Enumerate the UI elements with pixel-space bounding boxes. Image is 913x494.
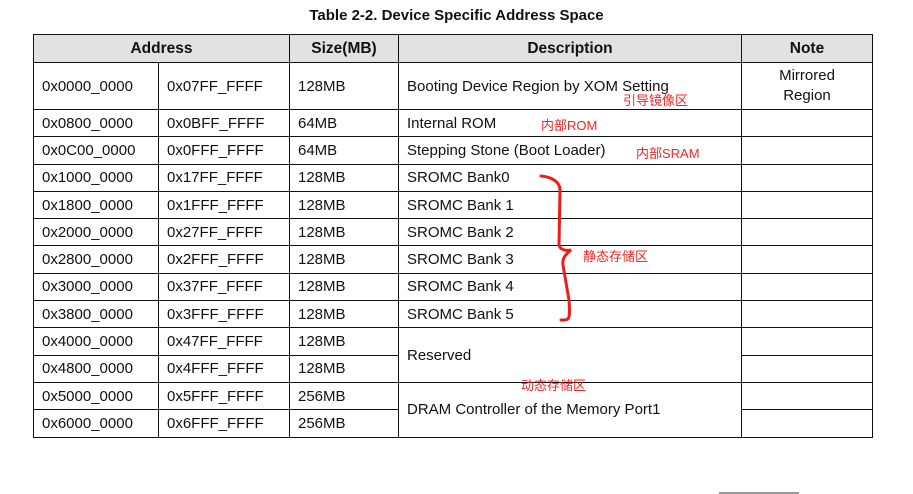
end-address: 0x1FFF_FFFF: [158, 190, 290, 220]
address-space-table: Address Size(MB) Description Note 0x0000…: [33, 34, 873, 438]
size-cell: 256MB: [289, 381, 399, 411]
start-address: 0x2000_0000: [33, 218, 159, 247]
size-cell: 128MB: [289, 190, 399, 220]
scrollbar-fragment[interactable]: [719, 492, 799, 494]
note-cell: [741, 381, 873, 411]
note-cell: [741, 218, 873, 247]
note-cell: Mirrored Region: [741, 62, 873, 110]
header-size: Size(MB): [289, 34, 399, 63]
end-address: 0x3FFF_FFFF: [158, 300, 290, 329]
end-address: 0x0BFF_FFFF: [158, 108, 290, 138]
size-cell: 128MB: [289, 272, 399, 302]
note-cell: [741, 327, 873, 356]
description-cell: Reserved: [398, 327, 742, 383]
start-address: 0x6000_0000: [33, 409, 159, 438]
start-address: 0x0000_0000: [33, 62, 159, 110]
curly-brace-mark: [539, 174, 572, 322]
annotation-internal-sram: 内部SRAM: [636, 146, 700, 161]
start-address: 0x3800_0000: [33, 300, 159, 329]
description-cell: Booting Device Region by XOM Setting: [398, 62, 742, 110]
annotation-boot-mirror: 引导镜像区: [623, 93, 689, 108]
end-address: 0x5FFF_FFFF: [158, 381, 290, 411]
annotation-internal-rom: 内部ROM: [541, 118, 598, 133]
header-description: Description: [398, 34, 742, 63]
note-cell: [741, 409, 873, 438]
size-cell: 128MB: [289, 327, 399, 356]
table-title: Table 2-2. Device Specific Address Space: [309, 7, 604, 24]
end-address: 0x07FF_FFFF: [158, 62, 290, 110]
start-address: 0x4000_0000: [33, 327, 159, 356]
annotation-dynamic-memory: 动态存储区: [521, 378, 587, 393]
start-address: 0x2800_0000: [33, 245, 159, 274]
end-address: 0x6FFF_FFFF: [158, 409, 290, 438]
description-cell: DRAM Controller of the Memory Port1: [398, 381, 742, 438]
note-cell: [741, 245, 873, 274]
start-address: 0x5000_0000: [33, 381, 159, 411]
size-cell: 64MB: [289, 136, 399, 165]
start-address: 0x3000_0000: [33, 272, 159, 302]
description-cell: SROMC Bank 4: [398, 272, 742, 302]
size-cell: 128MB: [289, 245, 399, 274]
size-cell: 256MB: [289, 409, 399, 438]
start-address: 0x4800_0000: [33, 354, 159, 383]
description-cell: Stepping Stone (Boot Loader): [398, 136, 742, 165]
note-cell: [741, 300, 873, 329]
end-address: 0x47FF_FFFF: [158, 327, 290, 356]
note-cell: [741, 108, 873, 138]
header-row: Address Size(MB) Description Note: [33, 34, 873, 63]
note-cell: [741, 190, 873, 220]
start-address: 0x0C00_0000: [33, 136, 159, 165]
start-address: 0x1800_0000: [33, 190, 159, 220]
size-cell: 128MB: [289, 354, 399, 383]
header-note: Note: [741, 34, 873, 63]
annotation-static-memory: 静态存储区: [583, 249, 649, 264]
end-address: 0x2FFF_FFFF: [158, 245, 290, 274]
description-cell: SROMC Bank0: [398, 163, 742, 192]
note-cell: [741, 163, 873, 192]
description-cell: SROMC Bank 2: [398, 218, 742, 247]
note-cell: [741, 272, 873, 302]
size-cell: 64MB: [289, 108, 399, 138]
note-cell: [741, 354, 873, 383]
end-address: 0x4FFF_FFFF: [158, 354, 290, 383]
size-cell: 128MB: [289, 300, 399, 329]
